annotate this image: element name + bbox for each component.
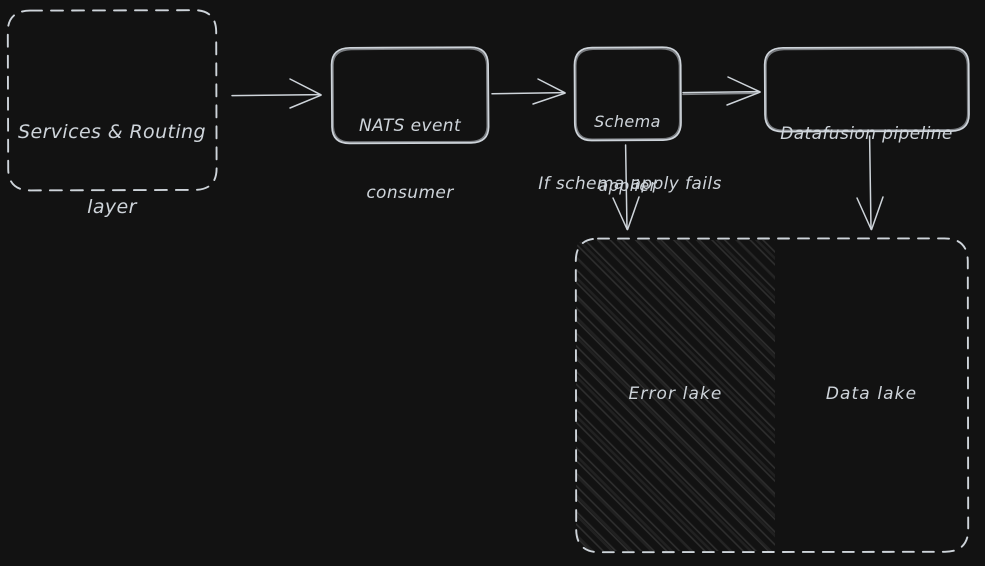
error-lake-label: Error lake [628,384,723,404]
error-lake-fill [576,240,775,551]
edge-schema-to-datafusion-arrow [682,76,761,106]
data-lake-label: Data lake [825,384,918,404]
datafusion-pipeline-shape [763,46,970,133]
edge-nats-to-schema-arrow [491,78,566,105]
nats-event-consumer-shape [330,46,490,145]
edge-datafusion-to-data-lake-arrow [856,135,884,231]
edge-schema-to-error-lake-label: If schema apply fails [538,174,722,194]
edge-services-to-nats-arrow [231,78,322,109]
schema-applier-shape [573,46,682,142]
edge-schema-to-error-lake-arrow [612,144,640,231]
services-routing-layer-shape [6,9,218,192]
lake-container-outline [574,237,970,554]
